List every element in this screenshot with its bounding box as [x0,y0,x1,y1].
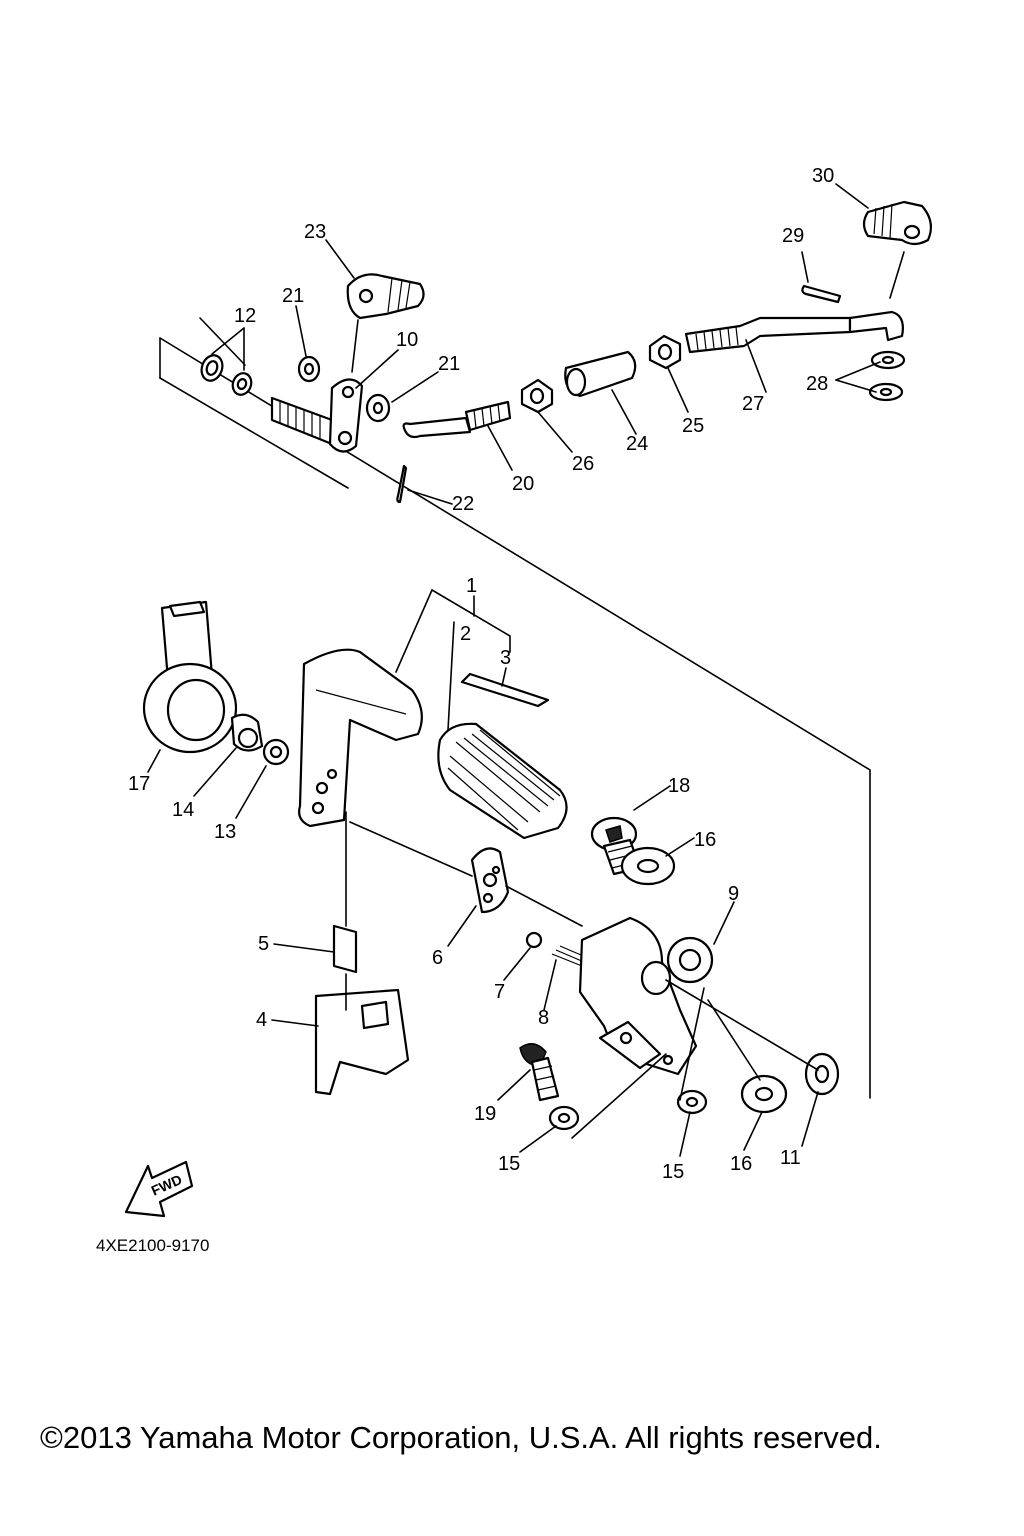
part-code: 4XE2100-9170 [96,1236,209,1255]
callout-21b: 21 [438,353,460,375]
callout-10: 10 [396,329,418,351]
callout-29: 29 [782,225,804,247]
callout-2: 2 [460,623,471,645]
callout-12: 12 [234,305,256,327]
callout-30: 30 [812,165,834,187]
callout-24: 24 [626,433,648,455]
callout-15b: 15 [662,1161,684,1183]
callout-5: 5 [258,933,269,955]
callout-19: 19 [474,1103,496,1125]
callout-26: 26 [572,453,594,475]
callout-17: 17 [128,773,150,795]
copyright-notice: ©2013 Yamaha Motor Corporation, U.S.A. A… [40,1420,882,1455]
callout-20: 20 [512,473,534,495]
frame-lines [159,317,871,1099]
leader-lines [147,183,881,1157]
callout-1: 1 [466,575,477,597]
callout-16b: 16 [730,1153,752,1175]
callout-22: 22 [452,493,474,515]
callout-28: 28 [806,373,828,395]
callout-9: 9 [728,883,739,905]
fwd-arrow-icon: FWD [124,1160,194,1218]
lower-assembly [142,589,840,1139]
callout-15a: 15 [498,1153,520,1175]
callout-23: 23 [304,221,326,243]
callout-16a: 16 [694,829,716,851]
callout-25: 25 [682,415,704,437]
upper-linkage [200,200,933,504]
callout-27: 27 [742,393,764,415]
callout-8: 8 [538,1007,549,1029]
callout-7: 7 [494,981,505,1003]
callout-6: 6 [432,947,443,969]
callout-18: 18 [668,775,690,797]
callout-11: 11 [780,1147,801,1169]
callout-14: 14 [172,799,194,821]
callouts: 1 2 3 4 5 6 7 8 9 10 11 12 13 14 15 15 1… [128,165,834,1183]
callout-13: 13 [214,821,236,843]
callout-3: 3 [500,647,511,669]
callout-21a: 21 [282,285,304,307]
callout-4: 4 [256,1009,267,1031]
